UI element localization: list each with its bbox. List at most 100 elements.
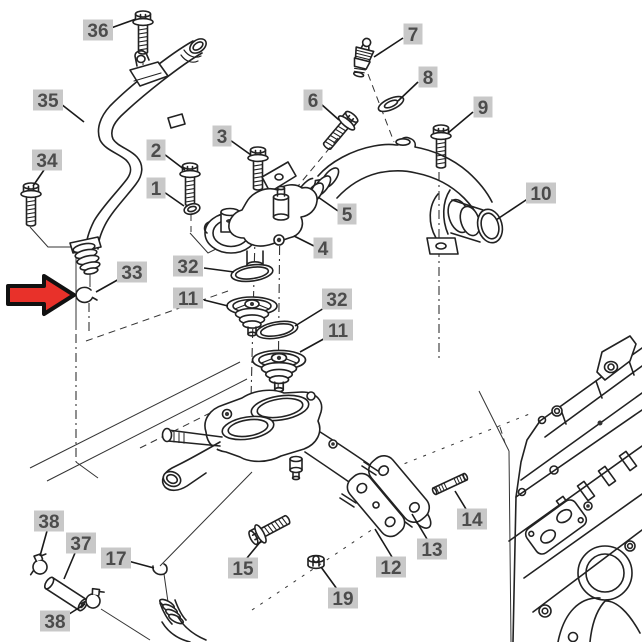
callout-3-5: 3 bbox=[212, 125, 252, 156]
bolt-6 bbox=[317, 107, 363, 155]
leader-line bbox=[320, 566, 338, 590]
pipe-clip bbox=[167, 113, 186, 129]
callout-number: 36 bbox=[87, 21, 108, 42]
leader-line bbox=[447, 111, 474, 134]
leader-line bbox=[454, 490, 467, 510]
leader-line bbox=[127, 560, 155, 569]
callout-number: 33 bbox=[121, 263, 142, 284]
callout-33-17: 33 bbox=[95, 261, 147, 293]
callout-number: 11 bbox=[178, 289, 199, 310]
leader-line bbox=[163, 191, 185, 207]
callout-14-26: 14 bbox=[454, 490, 487, 531]
leader-line bbox=[163, 153, 186, 171]
leader-line bbox=[293, 235, 315, 247]
callout-chip bbox=[376, 556, 406, 578]
hose-17 bbox=[152, 563, 207, 642]
leader-line bbox=[60, 103, 85, 123]
leader-line bbox=[374, 528, 393, 558]
callout-chip bbox=[34, 510, 64, 532]
leader-line bbox=[203, 267, 235, 273]
callout-11-14: 11 bbox=[173, 287, 229, 310]
callout-chip bbox=[228, 557, 258, 579]
callout-chip bbox=[66, 532, 96, 554]
bracket-13 bbox=[367, 454, 431, 524]
callout-chip bbox=[403, 23, 423, 45]
callout-38-18: 38 bbox=[34, 510, 64, 557]
thermostat-housing-4 bbox=[203, 184, 318, 269]
callout-17-21: 17 bbox=[101, 547, 155, 570]
leader-line bbox=[229, 139, 252, 156]
callout-chip bbox=[101, 547, 131, 569]
leader-line bbox=[397, 81, 419, 102]
callout-37-19: 37 bbox=[63, 532, 96, 580]
water-outlet-10 bbox=[426, 189, 504, 255]
block-gasket-plate bbox=[524, 499, 588, 555]
leader-line bbox=[495, 197, 530, 221]
water-pipe-35 bbox=[69, 38, 207, 275]
callout-chip bbox=[146, 139, 166, 161]
nut-19 bbox=[307, 554, 325, 570]
oring-32-a bbox=[229, 261, 275, 285]
callout-11-16: 11 bbox=[299, 319, 353, 353]
callout-number: 10 bbox=[530, 184, 551, 205]
callout-chip bbox=[418, 66, 438, 88]
leader-line bbox=[203, 299, 229, 307]
leader-line bbox=[320, 103, 340, 121]
callout-number: 12 bbox=[380, 558, 401, 579]
callout-12-24: 12 bbox=[374, 528, 406, 579]
callout-number: 11 bbox=[328, 321, 349, 342]
callout-15-22: 15 bbox=[228, 540, 262, 580]
callout-number: 7 bbox=[408, 25, 419, 46]
callout-32-13: 32 bbox=[173, 255, 235, 278]
callout-9-9: 9 bbox=[447, 96, 493, 134]
callout-number: 14 bbox=[461, 510, 483, 531]
callout-chip bbox=[212, 125, 232, 147]
callout-34-2: 34 bbox=[32, 149, 62, 187]
callout-number: 37 bbox=[70, 534, 91, 555]
callout-chip bbox=[328, 587, 358, 609]
callout-chip bbox=[313, 237, 333, 259]
leader-line bbox=[39, 530, 48, 557]
callout-number: 32 bbox=[326, 290, 347, 311]
leader-line bbox=[95, 277, 122, 293]
callout-chip bbox=[323, 319, 353, 341]
callout-5-11: 5 bbox=[317, 196, 357, 226]
bolt-36 bbox=[132, 10, 154, 55]
callout-number: 1 bbox=[151, 179, 162, 200]
callout-number: 4 bbox=[318, 239, 329, 260]
bolt-15 bbox=[245, 509, 295, 549]
callout-number: 6 bbox=[308, 91, 319, 112]
callout-number: 32 bbox=[177, 257, 198, 278]
callout-number: 38 bbox=[38, 512, 59, 533]
callout-number: 38 bbox=[44, 612, 65, 633]
callout-7-7: 7 bbox=[373, 23, 423, 58]
callout-chip bbox=[322, 288, 352, 310]
callout-chip bbox=[146, 177, 166, 199]
callout-chip bbox=[457, 508, 487, 530]
callout-number: 13 bbox=[421, 540, 442, 561]
leader-line bbox=[246, 540, 262, 559]
callout-number: 5 bbox=[342, 205, 353, 226]
clamp-38-a bbox=[25, 551, 52, 578]
bracket-pin-b bbox=[361, 461, 379, 476]
bolt-9 bbox=[430, 124, 452, 169]
callout-chip bbox=[40, 610, 70, 632]
callout-32-15: 32 bbox=[294, 288, 352, 327]
callout-chip bbox=[33, 89, 63, 111]
callout-10-10: 10 bbox=[495, 182, 556, 221]
callout-number: 2 bbox=[151, 141, 162, 162]
stud-14 bbox=[431, 472, 469, 496]
callout-chip bbox=[526, 182, 556, 204]
leader-line bbox=[411, 513, 428, 540]
leader-line bbox=[317, 196, 339, 212]
bracket-12 bbox=[346, 472, 406, 538]
callout-chip bbox=[337, 203, 357, 225]
callout-chip bbox=[83, 19, 113, 41]
leader-line bbox=[32, 169, 45, 187]
callout-number: 34 bbox=[36, 151, 58, 172]
leader-line bbox=[63, 552, 76, 580]
sensor-7 bbox=[352, 37, 375, 78]
